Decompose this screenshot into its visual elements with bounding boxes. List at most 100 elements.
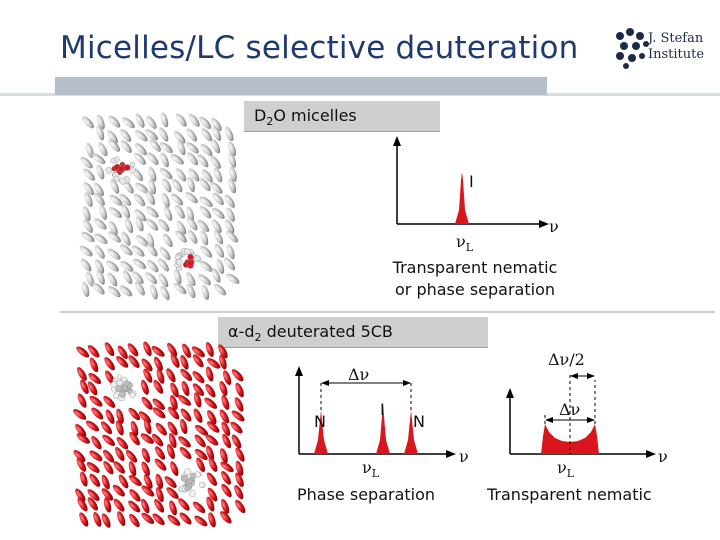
lc-molecule [152, 513, 165, 526]
lc-molecule [166, 444, 175, 460]
lc-molecule [99, 204, 108, 220]
lc-molecule [193, 408, 203, 423]
lc-molecule [177, 395, 192, 406]
lc-molecule [88, 372, 102, 385]
lc-molecule [83, 219, 93, 233]
lc-molecule [196, 457, 205, 472]
lc-molecule [96, 164, 105, 180]
lc-molecule [135, 113, 145, 128]
nu-sub: L [371, 467, 380, 481]
lc-molecule [116, 437, 129, 450]
lc-molecule [162, 233, 173, 248]
lc-molecule [121, 117, 135, 129]
lc-molecule [197, 219, 210, 233]
br-powder-pattern [541, 424, 599, 454]
micelle-top-2 [174, 247, 202, 272]
lc-molecule [175, 168, 187, 182]
lc-molecule [180, 408, 192, 422]
lc-molecule [75, 424, 87, 437]
micelle-atom [119, 177, 127, 185]
lc-molecule [158, 219, 170, 232]
lc-molecule [221, 394, 230, 410]
lc-molecule [136, 235, 149, 247]
lc-molecule [198, 274, 211, 286]
lc-molecule [167, 342, 178, 357]
lc-molecule [186, 283, 196, 299]
br-half-splitting-label: Δν/2 [548, 350, 585, 369]
bl-x-arrow [446, 450, 456, 458]
lc-molecule [200, 143, 213, 157]
lc-molecule [95, 259, 105, 274]
micelle-atom [188, 490, 196, 498]
lc-molecule [192, 383, 205, 396]
micelle-atom [112, 392, 120, 399]
lc-molecule [213, 230, 224, 245]
lc-molecule [103, 395, 116, 408]
bl-peak-I-label: I [380, 400, 385, 419]
lc-molecule [220, 511, 232, 524]
bl-peak-N-left-label: N [314, 412, 326, 431]
lc-molecule [230, 421, 243, 434]
lc-molecule [129, 489, 141, 502]
lc-molecule [199, 196, 213, 208]
logo-line2: Institute [648, 47, 705, 62]
lc-molecule [205, 366, 214, 382]
lc-molecule [175, 230, 187, 243]
micelle-atom [184, 248, 191, 255]
lc-molecule [146, 206, 159, 218]
lc-molecule [116, 408, 124, 424]
lc-molecule [160, 142, 173, 154]
lc-molecule [221, 499, 230, 514]
lc-molecule [96, 270, 105, 285]
lc-molecule [207, 487, 218, 502]
panel-top-header: D2O micelles [244, 101, 440, 132]
lc-molecule [87, 381, 98, 396]
lc-molecule [101, 474, 110, 490]
lc-molecule [82, 206, 91, 222]
lc-molecule [151, 433, 164, 447]
lc-molecule [120, 260, 134, 272]
lc-molecule [181, 381, 190, 396]
lc-molecule [205, 434, 219, 446]
lc-molecule [210, 181, 223, 194]
micelle-atom [175, 258, 183, 266]
lc-molecule [235, 460, 244, 476]
lc-molecule [172, 178, 183, 193]
lc-molecule [200, 230, 209, 246]
bl-caption: Phase separation [297, 485, 436, 504]
lc-molecule [146, 218, 159, 231]
lc-molecule [219, 409, 230, 424]
lc-molecule [102, 434, 116, 446]
lc-molecule [130, 420, 139, 437]
lc-molecule [79, 471, 88, 487]
top-peak-I [455, 172, 469, 224]
lc-molecule [229, 166, 237, 182]
lc-molecule [73, 409, 87, 420]
bl-peak-N-right [404, 410, 418, 454]
grey-lc-field [79, 112, 240, 300]
lc-molecule [218, 344, 228, 359]
lc-molecule [158, 273, 169, 288]
lc-molecule [93, 182, 104, 197]
lc-molecule [129, 432, 140, 446]
lc-molecule [167, 421, 178, 436]
micelle-atom [129, 161, 135, 167]
micelle-atom [118, 390, 126, 398]
lc-molecule [91, 436, 102, 450]
br-guides [544, 375, 596, 454]
lc-molecule [211, 139, 221, 154]
lc-molecule [127, 343, 139, 357]
micelle-atom [117, 166, 124, 173]
lc-molecule [138, 411, 152, 424]
lc-molecule [226, 207, 235, 222]
micelle-atom [123, 380, 130, 387]
lc-molecule [122, 270, 133, 285]
lc-molecule [197, 154, 209, 168]
lc-molecule [170, 154, 184, 165]
lc-molecule [101, 488, 114, 501]
lc-molecule [193, 392, 202, 408]
lc-molecule [98, 142, 108, 157]
lc-molecule [134, 209, 147, 222]
lc-molecule [108, 115, 121, 128]
lc-molecule [192, 354, 204, 368]
